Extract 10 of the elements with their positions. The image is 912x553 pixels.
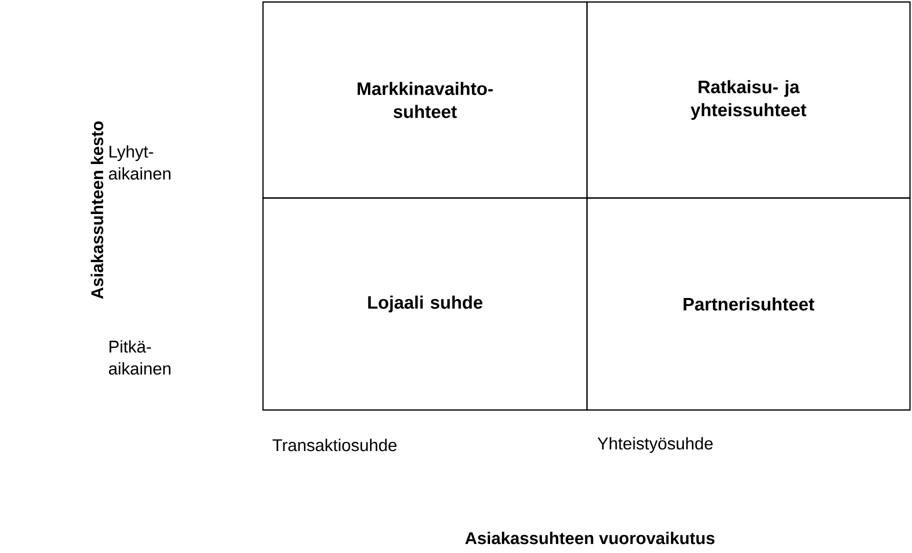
quadrant-box: Lojaali suhde bbox=[262, 197, 588, 411]
column-label: Transaktiosuhde bbox=[272, 438, 396, 452]
row-label: Pitkä- aikainen bbox=[108, 340, 170, 375]
axis-title: Asiakassuhteen vuorovaikutus bbox=[465, 532, 714, 544]
column-label: Yhteistyösuhde bbox=[598, 437, 713, 453]
quadrant-box: Partnerisuhteet bbox=[586, 197, 911, 411]
quadrant-box: Ratkaisu- ja yhteissuhteet bbox=[586, 1, 911, 199]
axis-title: Asiakassuhteen kesto bbox=[90, 121, 104, 299]
quadrant-box: Markkinavaihto- suhteet bbox=[262, 1, 588, 199]
row-label: Lyhyt- aikainen bbox=[108, 145, 170, 180]
